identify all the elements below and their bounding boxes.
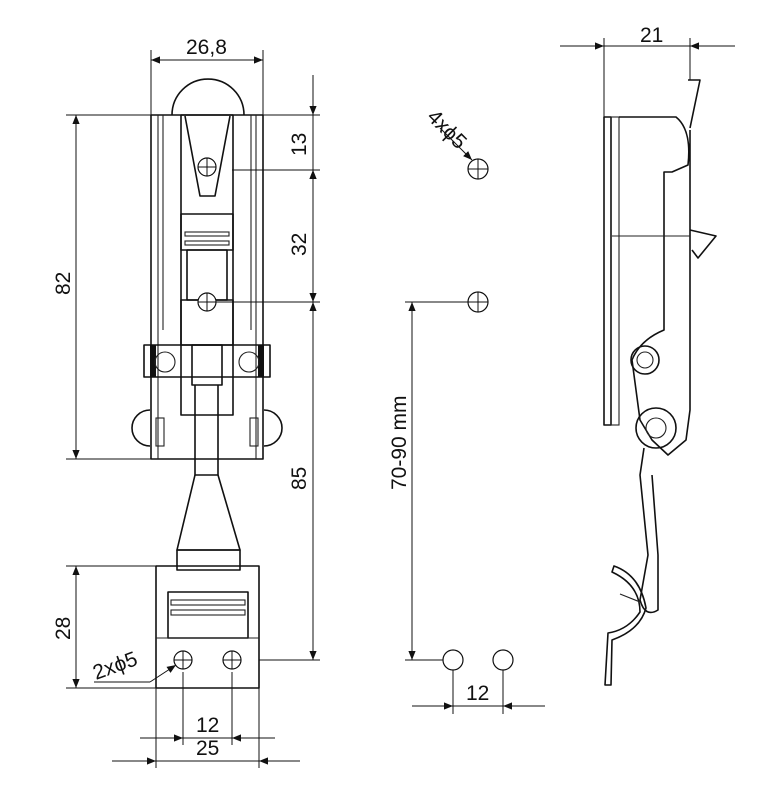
side-base-plate <box>603 116 612 426</box>
side-lever <box>619 116 691 456</box>
strike-length-dimension: 85 <box>288 467 311 490</box>
strike-width-dimension: 25 <box>196 737 219 760</box>
side-dimensions: 21 <box>560 24 735 117</box>
side-pivot-lower <box>635 407 677 449</box>
strike-height-dimension: 28 <box>52 617 75 640</box>
mount-holes-callout: 4xϕ5 <box>422 105 471 154</box>
height-dimension: 82 <box>52 272 75 295</box>
hook-stem <box>194 385 219 476</box>
side-hook <box>604 565 647 686</box>
latch-lever <box>180 114 234 416</box>
width-dimension: 26,8 <box>186 36 227 59</box>
top-offset-dimension: 13 <box>288 133 311 156</box>
strike-holes-callout: 2xϕ5 <box>90 647 141 684</box>
hole-spacing-dimension: 12 <box>466 682 489 705</box>
strike-hole-spacing-dimension: 12 <box>196 714 219 737</box>
side-view <box>603 79 717 686</box>
hole-pattern-view: 4xϕ5 70-90 mm 12 <box>388 105 545 714</box>
lever-top <box>171 78 245 116</box>
depth-dimension: 21 <box>640 24 663 47</box>
side-hook-arm <box>639 447 659 614</box>
strike-hole-a <box>442 649 464 671</box>
adjustment-range-dimension: 70-90 mm <box>388 395 411 490</box>
strike-plate <box>155 565 260 689</box>
strike-hole-b <box>492 649 514 671</box>
side-pivot-upper <box>630 345 660 375</box>
pivot-offset-dimension: 32 <box>288 233 311 256</box>
front-view <box>131 78 283 689</box>
